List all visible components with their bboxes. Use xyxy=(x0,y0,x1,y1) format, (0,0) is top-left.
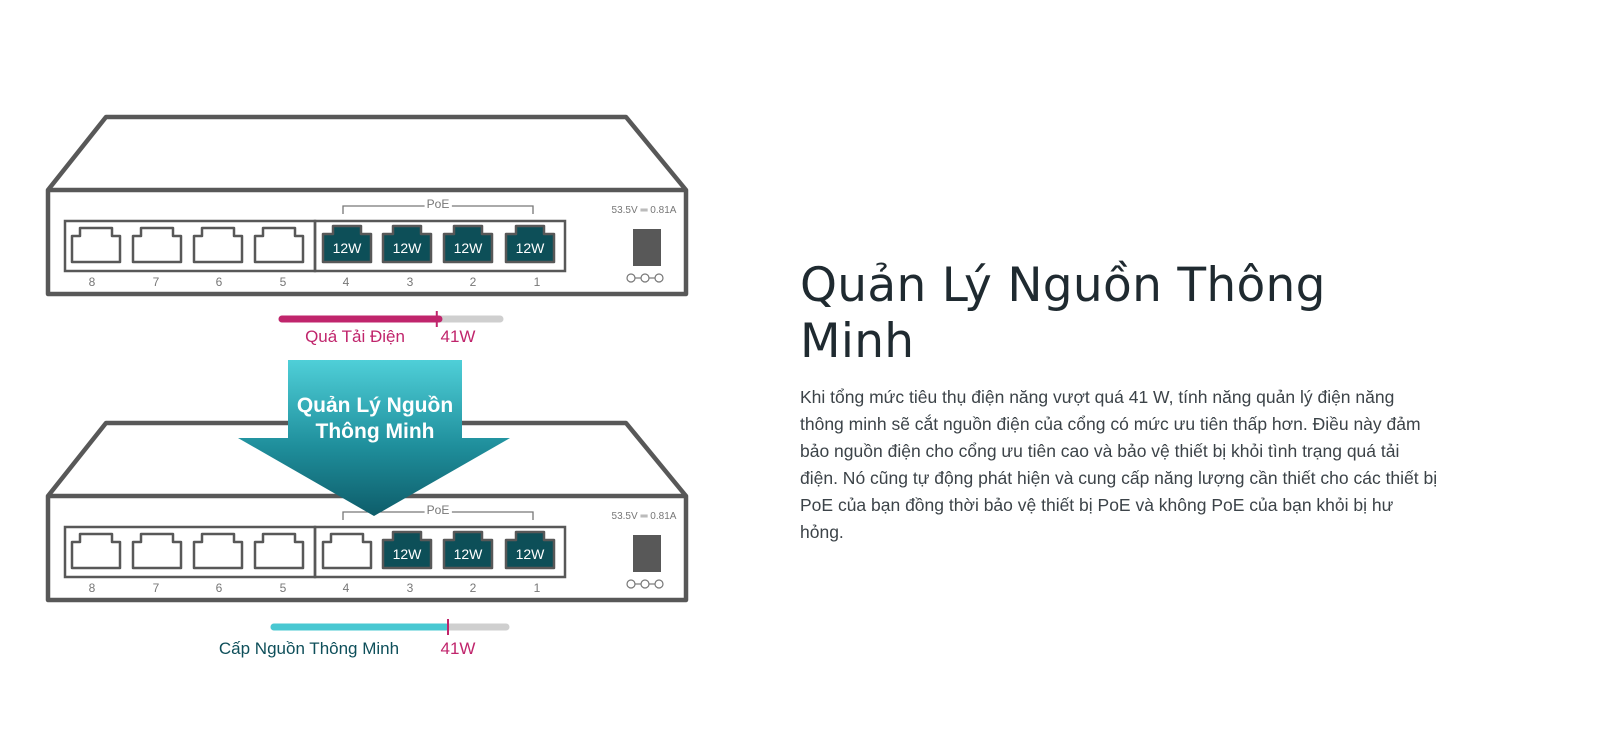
port-number: 6 xyxy=(216,275,223,289)
port-7 xyxy=(131,226,183,264)
port-6 xyxy=(192,226,244,264)
arrow-label-line2: Thông Minh xyxy=(316,420,435,443)
port-4-unpowered xyxy=(321,532,373,570)
overload-limit-label: 41W xyxy=(441,327,476,346)
port-6 xyxy=(192,532,244,570)
port-watt-label: 12W xyxy=(393,546,423,562)
smart-limit-label: 41W xyxy=(441,639,476,658)
port-number: 7 xyxy=(153,275,160,289)
port-8 xyxy=(70,226,122,264)
port-number: 3 xyxy=(407,581,414,595)
port-watt-label: 12W xyxy=(454,546,484,562)
port-number: 1 xyxy=(534,581,541,595)
feature-title: Quản Lý Nguồn Thông Minh xyxy=(800,258,1326,369)
port-number: 2 xyxy=(470,275,477,289)
port-watt-label: 12W xyxy=(454,240,484,256)
arrow-label-line1: Quản Lý Nguồn xyxy=(297,394,453,417)
port-number: 5 xyxy=(280,581,287,595)
port-number: 7 xyxy=(153,581,160,595)
poe-label: PoE xyxy=(427,197,450,211)
polarity-icon xyxy=(626,273,664,283)
poe-port-1: 12W xyxy=(504,530,556,570)
port-watt-label: 12W xyxy=(516,240,546,256)
port-number: 8 xyxy=(89,275,96,289)
port-watt-label: 12W xyxy=(393,240,423,256)
rating-label: 53.5V ═ 0.81A xyxy=(612,511,677,522)
poe-port-1: 12W xyxy=(504,224,556,264)
power-socket xyxy=(633,535,661,572)
port-5 xyxy=(253,226,305,264)
port-number: 8 xyxy=(89,581,96,595)
poe-port-4: 12W xyxy=(321,224,373,264)
poe-port-3: 12W xyxy=(381,530,433,570)
port-5 xyxy=(253,532,305,570)
port-7 xyxy=(131,532,183,570)
port-number: 4 xyxy=(343,275,350,289)
feature-description: Khi tổng mức tiêu thụ điện năng vượt quá… xyxy=(800,387,1438,542)
smart-power-bar: Cấp Nguồn Thông Minh 41W xyxy=(219,619,510,658)
port-number: 2 xyxy=(470,581,477,595)
smart-power-illustration: PoE 53.5V ═ 0.81A 12W 12W 12W 12W xyxy=(45,114,689,658)
port-watt-label: 12W xyxy=(333,240,363,256)
port-number: 4 xyxy=(343,581,350,595)
overload-label: Quá Tải Điện xyxy=(305,327,405,346)
smart-supply-label: Cấp Nguồn Thông Minh xyxy=(219,639,399,658)
port-number: 5 xyxy=(280,275,287,289)
port-number: 1 xyxy=(534,275,541,289)
power-socket xyxy=(633,229,661,266)
poe-port-2: 12W xyxy=(442,224,494,264)
switch-top: PoE 53.5V ═ 0.81A 12W 12W 12W 12W xyxy=(45,114,689,297)
poe-label: PoE xyxy=(427,503,450,517)
port-watt-label: 12W xyxy=(516,546,546,562)
rating-label: 53.5V ═ 0.81A xyxy=(612,205,677,216)
down-arrow-icon: Quản Lý Nguồn Thông Minh xyxy=(238,360,510,516)
overload-power-bar: Quá Tải Điện 41W xyxy=(278,311,504,346)
feature-text-panel: Quản Lý Nguồn Thông Minh Khi tổng mức ti… xyxy=(800,258,1440,546)
port-number: 6 xyxy=(216,581,223,595)
poe-port-2: 12W xyxy=(442,530,494,570)
port-number: 3 xyxy=(407,275,414,289)
poe-port-3: 12W xyxy=(381,224,433,264)
port-8 xyxy=(70,532,122,570)
polarity-icon xyxy=(626,579,664,589)
